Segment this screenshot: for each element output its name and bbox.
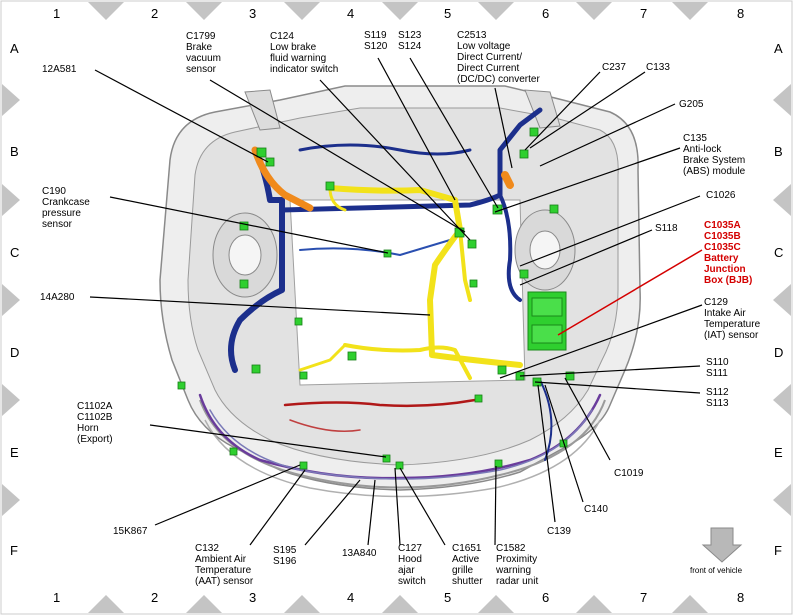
grid-col-8-top: 8 [737, 6, 745, 21]
grid-col-3-top: 3 [249, 6, 257, 21]
label-c2513: C2513 Low voltage Direct Current/ Direct… [457, 30, 540, 85]
grid-row-e-right: E [774, 445, 783, 460]
label-14a280: 14A280 [40, 292, 75, 303]
grid-col-6-top: 6 [542, 6, 550, 21]
grid-row-e-left: E [10, 445, 19, 460]
label-s118: S118 [655, 223, 678, 234]
battery-junction-box [527, 291, 567, 351]
label-c1026: C1026 [706, 190, 736, 201]
grid-row-f-left: F [10, 543, 18, 558]
label-c1651: C1651 Active grille shutter [452, 543, 483, 587]
grid-col-6-bottom: 6 [542, 590, 550, 605]
label-12a581: 12A581 [42, 64, 77, 75]
grid-row-c-left: C [10, 245, 20, 260]
vehicle-body [159, 85, 641, 498]
wiring-harnesses [198, 107, 602, 480]
grid-row-b-right: B [774, 144, 783, 159]
label-c1102: C1102A C1102B Horn (Export) [77, 401, 113, 445]
grid-row-d-right: D [774, 345, 784, 360]
label-c129: C129 Intake Air Temperature (IAT) sensor [704, 297, 761, 341]
label-c140: C140 [584, 504, 608, 515]
grid-col-7-bottom: 7 [640, 590, 648, 605]
grid-row-a-right: A [774, 41, 783, 56]
grid-row-c-right: C [774, 245, 784, 260]
grid-col-4-bottom: 4 [347, 590, 355, 605]
label-s110-s111: S110 S111 [706, 357, 729, 379]
grid-row-a-left: A [10, 41, 19, 56]
leader-lines [89, 57, 703, 546]
label-c1799: C1799 Brake vacuum sensor [186, 31, 222, 75]
grid-col-2-bottom: 2 [151, 590, 159, 605]
grid-col-3-bottom: 3 [249, 590, 257, 605]
grid-row-d-left: D [10, 345, 20, 360]
label-c1582: C1582 Proximity warning radar unit [496, 543, 539, 587]
label-c135: C135 Anti-lock Brake System (ABS) module [683, 133, 746, 177]
front-arrow-icon [701, 527, 743, 563]
label-c1035-bjb: C1035A C1035B C1035C Battery Junction Bo… [704, 220, 753, 286]
label-c132: C132 Ambient Air Temperature (AAT) senso… [195, 543, 254, 587]
grid-row-f-right: F [774, 543, 782, 558]
front-of-vehicle-label: front of vehicle [690, 566, 743, 575]
grid-col-5-bottom: 5 [444, 590, 452, 605]
grid-col-7-top: 7 [640, 6, 648, 21]
label-c1019: C1019 [614, 468, 644, 479]
grid-col-1-bottom: 1 [53, 590, 61, 605]
label-c237: C237 [602, 62, 626, 73]
bjb-leader-line [557, 249, 703, 336]
label-c124: C124 Low brake fluid warning indicator s… [270, 31, 339, 75]
grid-col-2-top: 2 [151, 6, 159, 21]
label-13a840: 13A840 [342, 548, 377, 559]
label-c139: C139 [547, 526, 571, 537]
label-15k867: 15K867 [113, 526, 148, 537]
grid-col-4-top: 4 [347, 6, 355, 21]
label-c127: C127 Hood ajar switch [398, 543, 426, 587]
grid-col-5-top: 5 [444, 6, 452, 21]
label-g205: G205 [679, 99, 704, 110]
grid-col-1-top: 1 [53, 6, 61, 21]
label-c190: C190 Crankcase pressure sensor [42, 186, 90, 230]
label-s195-s196: S195 S196 [273, 545, 297, 567]
label-s123-s124: S123 S124 [398, 30, 422, 52]
label-s112-s113: S112 S113 [706, 387, 729, 409]
grid-row-b-left: B [10, 144, 19, 159]
label-s119-s120: S119 S120 [364, 30, 388, 52]
grid-col-8-bottom: 8 [737, 590, 745, 605]
label-c133: C133 [646, 62, 670, 73]
